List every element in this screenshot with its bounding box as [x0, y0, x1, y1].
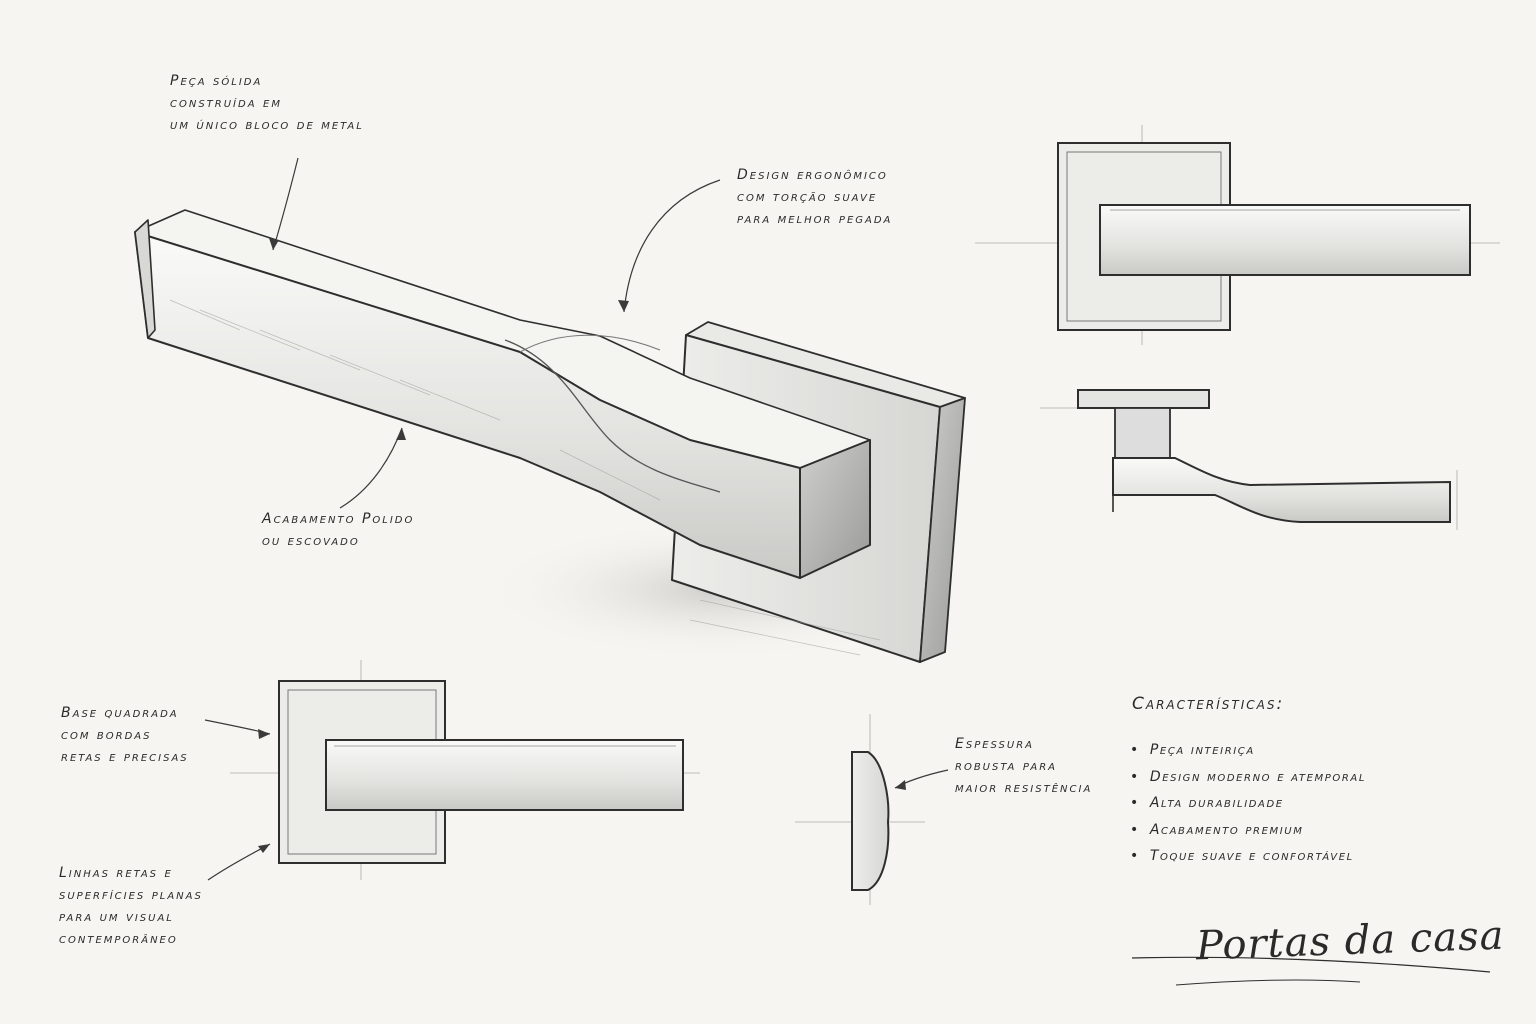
front-view-bottom [230, 660, 700, 880]
rosette-plate-edge [919, 397, 966, 663]
annotation-square-base: Base quadrada com bordas retas e precisa… [61, 702, 189, 768]
annotation-line: com bordas [61, 727, 152, 743]
annotation-line: retas e precisas [61, 749, 189, 765]
feature-item: Alta durabilidade [1130, 790, 1366, 817]
annotation-line: para um visual [59, 909, 174, 925]
signature-flourish [1131, 956, 1491, 973]
annotation-line: construída em [170, 95, 282, 111]
features-list: Peça inteiriça Design moderno e atempora… [1130, 737, 1366, 870]
feature-item: Design moderno e atemporal [1130, 764, 1366, 791]
lever-tip [134, 219, 156, 339]
leader-solid-piece [272, 157, 299, 251]
feature-item: Acabamento premium [1130, 817, 1366, 844]
twist-crease-upper [519, 334, 661, 353]
annotation-line: Espessura [955, 736, 1034, 752]
feature-item: Peça inteiriça [1130, 737, 1366, 764]
annotation-line: Peça sólida [170, 73, 263, 89]
features-title: Características: [1132, 694, 1285, 714]
annotation-finish: Acabamento Polido ou escovado [262, 508, 414, 552]
annotation-line: para melhor pegada [737, 211, 893, 227]
annotation-solid-piece: Peça sólida construída em um único bloco… [170, 70, 364, 136]
side-profile-view [1040, 389, 1458, 530]
annotation-line: robusta para [955, 758, 1057, 774]
annotation-line: Design ergonômico [737, 167, 888, 183]
perspective-handle-view [134, 209, 966, 663]
feature-item: Toque suave e confortável [1130, 843, 1366, 870]
annotation-line: contemporâneo [59, 931, 178, 947]
lever-end-cap [799, 439, 871, 579]
signature-underline [1175, 979, 1361, 986]
twist-crease [504, 339, 721, 493]
section-thickness-view [795, 714, 925, 905]
arrow-heads [258, 238, 906, 853]
annotation-ergonomic: Design ergonômico com torção suave para … [737, 164, 892, 230]
annotation-line: Base quadrada [61, 705, 179, 721]
leader-lines [204, 157, 949, 881]
annotation-line: superfícies planas [59, 887, 203, 903]
leader-ergonomic [623, 179, 721, 313]
leader-finish [339, 427, 403, 509]
shade-hatching [169, 299, 881, 656]
elevation-top-right [975, 125, 1500, 345]
annotation-thickness: Espessura robusta para maior resistência [955, 733, 1092, 799]
annotation-line: com torção suave [737, 189, 878, 205]
annotation-line: um único bloco de metal [170, 117, 364, 133]
annotation-line: Linhas retas e [59, 865, 173, 881]
annotation-straight-lines: Linhas retas e superfícies planas para u… [59, 862, 203, 950]
annotation-line: maior resistência [955, 780, 1093, 796]
annotation-line: Acabamento Polido [262, 511, 415, 527]
annotation-line: ou escovado [262, 533, 360, 549]
